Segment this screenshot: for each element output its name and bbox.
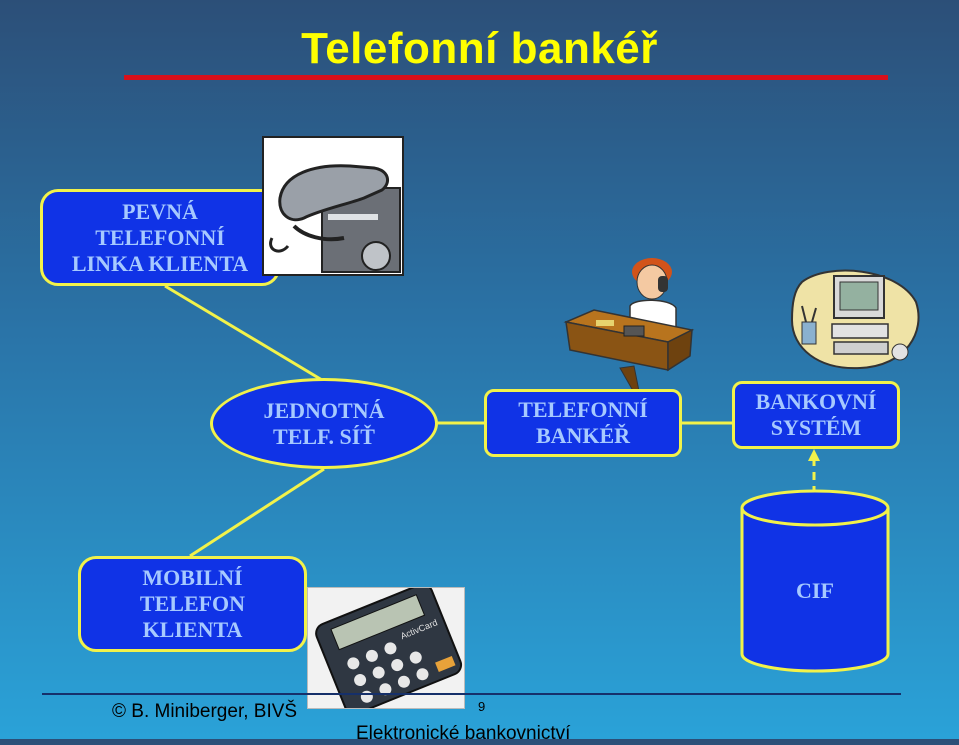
footer-course: Elektronické bankovnictví	[356, 723, 571, 744]
computer-icon	[788, 262, 922, 374]
slide-title: Telefonní bankéř	[301, 24, 658, 73]
node-banker: TELEFONNÍ BANKÉŘ	[484, 389, 682, 457]
connector-network-to-mobile	[189, 467, 325, 558]
arrow-up-icon	[808, 449, 820, 461]
node-mobile: MOBILNÍ TELEFON KLIENTA	[78, 556, 307, 652]
cif-database-cylinder	[740, 489, 890, 673]
connector-fixed-to-network	[164, 284, 323, 382]
footer-author: © B. Miniberger, BIVŠ	[112, 701, 298, 722]
node-fixed-line: PEVNÁ TELEFONNÍ LINKA KLIENTA	[40, 189, 280, 286]
person-on-phone-icon	[560, 250, 700, 400]
telephone-icon	[262, 136, 404, 276]
footer-divider	[42, 693, 901, 695]
footer-page-number: 9	[478, 699, 486, 714]
node-network: JEDNOTNÁ TELF. SÍŤ	[210, 378, 438, 469]
calculator-icon: ActivCard	[307, 583, 465, 715]
cif-label: CIF	[796, 578, 834, 603]
node-bank-system: BANKOVNÍ SYSTÉM	[732, 381, 900, 449]
title-underline	[124, 75, 888, 80]
